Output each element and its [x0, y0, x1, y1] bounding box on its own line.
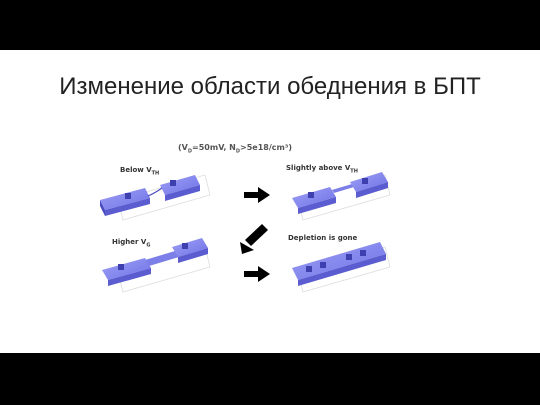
bottom-letterbox	[0, 353, 540, 405]
panel-label-slightly-above-vth: Slightly above VTH	[286, 164, 358, 175]
arrow-down-left	[240, 224, 268, 254]
panel-label-depletion-gone: Depletion is gone	[288, 234, 358, 242]
arrow-right-bottom	[244, 266, 270, 282]
device-depletion-gone	[292, 242, 391, 293]
top-letterbox	[0, 0, 540, 50]
device-slightly-above-vth	[292, 172, 391, 221]
device-illustration	[100, 172, 391, 293]
figure-condition: (VD=50mV, ND>5e18/cm³)	[178, 143, 293, 155]
panel-label-higher-vg: Higher VG	[112, 238, 151, 249]
panel-label-below-vth: Below VTH	[120, 166, 160, 177]
slide-title: Изменение области обеднения в БПТ	[59, 73, 481, 100]
device-higher-vg	[102, 238, 211, 293]
device-below-vth	[100, 174, 211, 221]
slide: Изменение области обеднения в БПТ (VD=50…	[0, 50, 540, 353]
arrow-right-top	[244, 187, 270, 203]
